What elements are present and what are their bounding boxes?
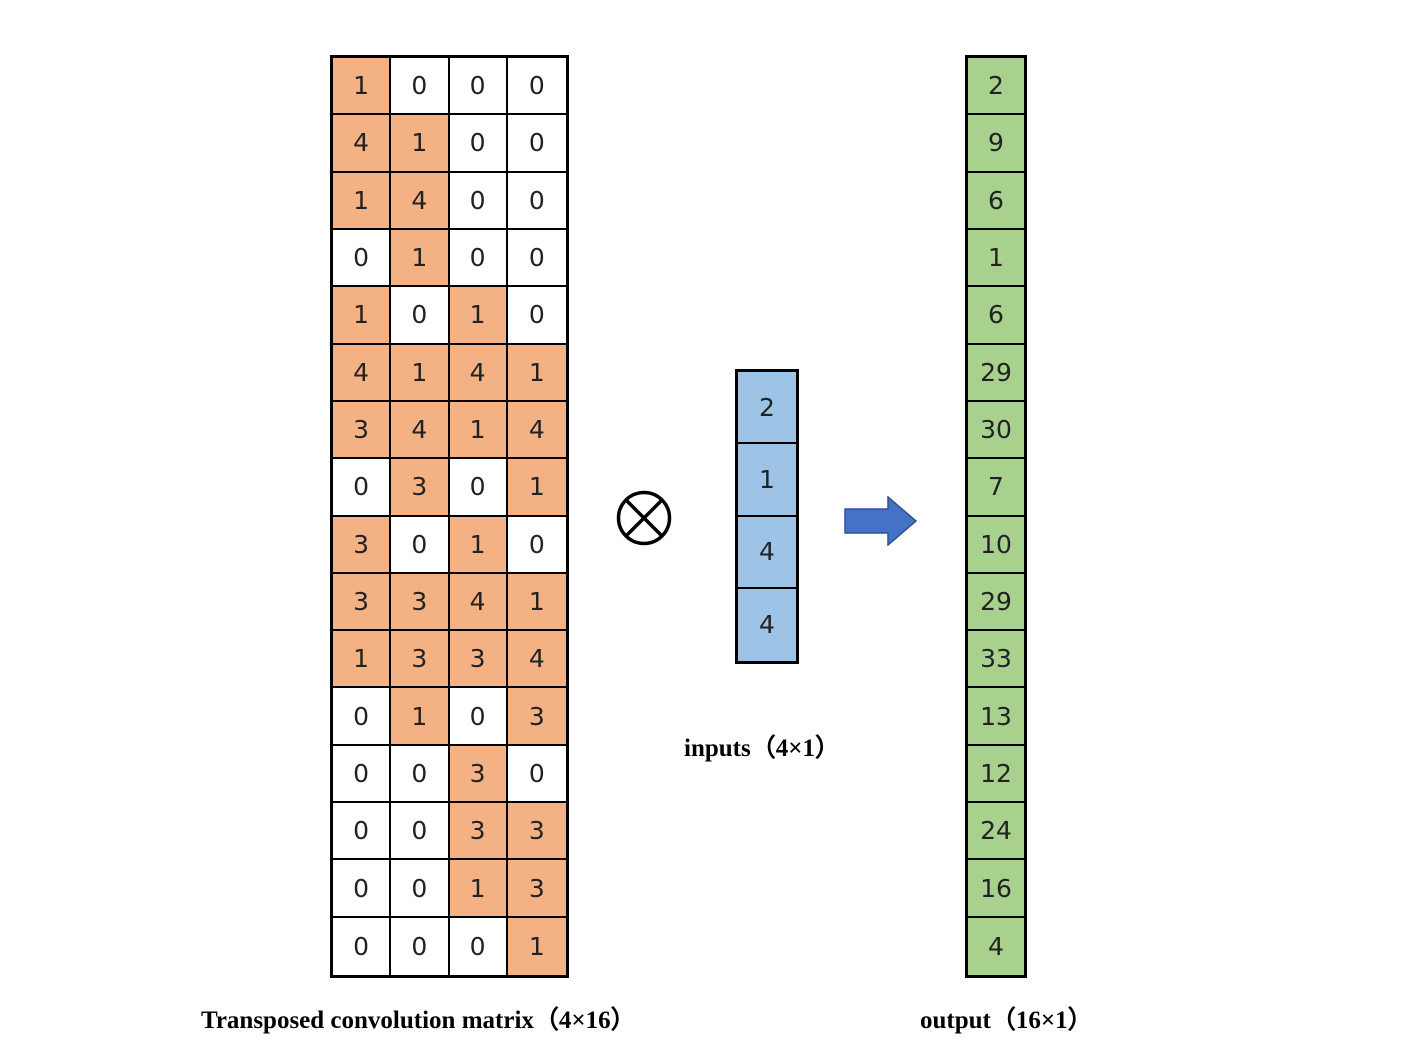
matrix-cell: 1 [391,115,450,173]
matrix-cell: 0 [391,803,450,861]
circled-times-icon [616,490,672,546]
matrix-cell: 3 [333,516,392,574]
matrix-cell: 1 [391,229,450,288]
matrix-cell: 4 [507,401,566,460]
matrix-cell: 0 [507,58,566,116]
matrix-cell: 0 [507,287,566,345]
matrix-cell: 1 [507,344,566,402]
matrix-cell: 3 [391,631,450,689]
matrix-cell: 3 [449,803,508,861]
output-cell: 13 [968,688,1024,746]
output-cell: 6 [968,172,1024,230]
matrix-cell: 0 [333,688,392,746]
output-cell: 1 [968,229,1024,288]
matrix-cell: 0 [449,688,508,746]
matrix-cell: 4 [391,172,450,230]
matrix-caption: Transposed convolution matrix（4×16） [201,1007,636,1034]
matrix-cell: 0 [449,172,508,230]
matrix-cell: 0 [391,58,450,116]
input-cell: 2 [738,372,796,445]
matrix-cell: 3 [391,573,450,632]
output-caption: output（16×1） [920,1007,1093,1034]
matrix-cell: 0 [333,917,392,975]
output-cell: 30 [968,401,1024,460]
matrix-cell: 1 [333,58,392,116]
output-cell: 9 [968,115,1024,173]
matrix-cell: 0 [507,746,566,804]
matrix-cell: 3 [449,631,508,689]
matrix-cell: 4 [333,344,392,402]
matrix-cell: 0 [507,517,566,574]
matrix-cell: 0 [507,230,566,288]
matrix-cell: 3 [333,401,392,460]
matrix-cell: 4 [507,631,566,689]
matrix-cell: 0 [507,115,566,173]
matrix-cell: 0 [333,803,392,861]
matrix-cell: 1 [391,688,450,746]
output-cell: 29 [968,573,1024,632]
matrix-cell: 1 [507,459,566,517]
output-cell: 2 [968,58,1024,116]
input-cell: 4 [738,516,796,589]
matrix-cell: 0 [391,745,450,804]
matrix-cell: 0 [449,229,508,288]
matrix-cell: 1 [391,344,450,402]
matrix-cell: 3 [507,860,566,918]
matrix-cell: 1 [449,287,508,345]
matrix-cell: 1 [333,631,392,689]
output-cell: 16 [968,860,1024,918]
matrix-cell: 0 [333,459,392,517]
output-cell: 12 [968,745,1024,804]
output-cell: 7 [968,459,1024,517]
matrix-cell: 0 [391,917,450,975]
matrix-cell: 0 [333,229,392,288]
input-cell: 1 [738,444,796,517]
matrix-cell: 0 [450,917,508,975]
matrix-cell: 3 [507,688,566,746]
matrix-cell: 0 [449,115,508,173]
inputs-caption: inputs（4×1） [684,735,840,762]
matrix-cell: 1 [507,573,566,632]
matrix-cell: 1 [449,860,508,918]
matrix-cell: 1 [449,401,508,460]
matrix-cell: 0 [449,459,508,517]
matrix-cell: 1 [449,516,508,574]
matrix-cell: 4 [333,115,392,173]
matrix-cell: 3 [449,745,508,804]
matrix-cell: 3 [507,803,566,861]
output-cell: 29 [968,344,1024,402]
output-cell: 33 [968,631,1024,689]
matrix-cell: 0 [507,173,566,230]
matrix-cell: 4 [391,401,450,460]
matrix-cell: 3 [391,459,450,517]
output-cell: 10 [968,516,1024,574]
matrix-cell: 0 [449,58,508,116]
output-cell: 24 [968,803,1024,861]
matrix-cell: 0 [391,516,450,574]
matrix-cell: 0 [333,745,392,804]
right-arrow-icon [844,496,918,546]
matrix-cell: 4 [449,573,508,632]
matrix-cell: 1 [333,172,392,230]
input-cell: 4 [738,588,796,661]
matrix-cell: 0 [391,860,450,918]
matrix-cell: 0 [333,860,392,918]
matrix-cell: 0 [391,287,450,345]
matrix-cell: 1 [507,917,566,975]
matrix-cell: 3 [333,573,392,632]
matrix-cell: 4 [449,344,508,402]
matrix-cell: 1 [333,287,392,345]
output-cell: 4 [968,917,1024,975]
output-cell: 6 [968,287,1024,345]
